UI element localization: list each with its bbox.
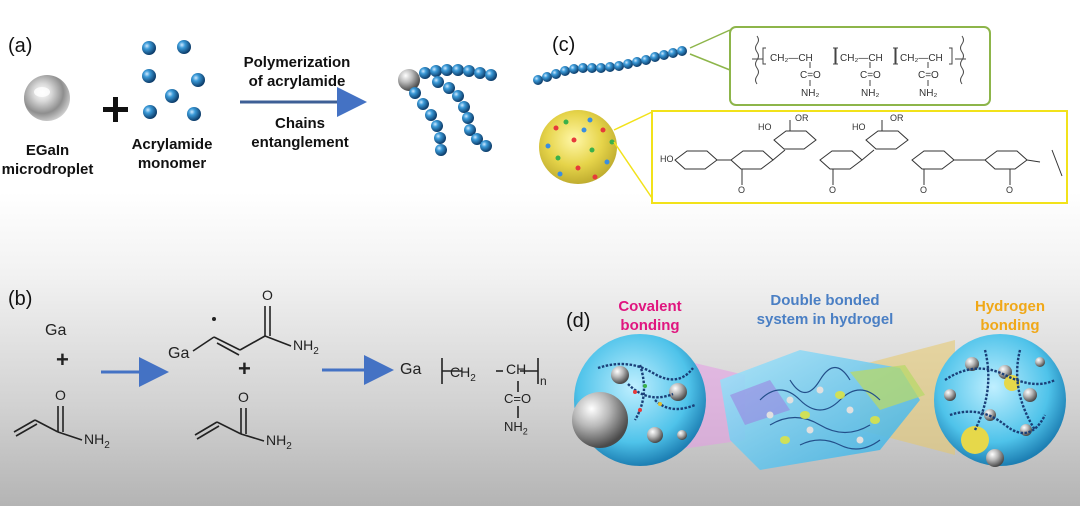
entangled-chains bbox=[398, 64, 497, 156]
nh2-2: NH2 bbox=[293, 337, 319, 357]
covalent-line1: Covalent bbox=[618, 298, 682, 315]
nh2-4: NH2 bbox=[504, 419, 528, 437]
plus-sign-a bbox=[103, 97, 128, 122]
ch2-unit: CH2 bbox=[450, 364, 476, 384]
gum-structure-box bbox=[651, 110, 1068, 204]
pam-structure bbox=[752, 35, 966, 86]
radical-dot bbox=[212, 317, 216, 321]
gum-o-2: O bbox=[829, 185, 837, 195]
pam-nh2-3: NH₂ bbox=[919, 88, 938, 99]
hydrogel-scene bbox=[572, 334, 1066, 470]
gum-o-4: O bbox=[1006, 185, 1014, 195]
pam-group-1: CH₂—CH bbox=[770, 53, 813, 64]
droplet-label: EGaIn microdroplet bbox=[0, 141, 95, 179]
o-atom-2: O bbox=[262, 287, 273, 303]
nh2-3: NH2 bbox=[266, 432, 292, 452]
gum-ho-2: HO bbox=[758, 122, 772, 132]
hydrogen-line1: Hydrogen bbox=[974, 298, 1045, 315]
o-atom-3: O bbox=[238, 389, 249, 405]
gum-ho-1: HO bbox=[660, 154, 674, 164]
ga-product: Ga bbox=[400, 361, 422, 378]
plus-b2: + bbox=[238, 356, 251, 381]
droplet-label-line1: EGaIn bbox=[25, 142, 70, 159]
hydrogen-bonding-title: Hydrogen bonding bbox=[955, 297, 1065, 335]
pam-chain-beads bbox=[533, 46, 687, 85]
arrow-bottom-line2: entanglement bbox=[251, 134, 349, 151]
arrow-top-line1: Polymerization bbox=[243, 54, 351, 71]
egain-droplet bbox=[24, 75, 70, 121]
gum-blob bbox=[539, 110, 617, 184]
o-atom-1: O bbox=[55, 387, 66, 403]
hydrogen-line2: bonding bbox=[980, 317, 1040, 334]
pam-co-1: C=O bbox=[800, 70, 821, 81]
nh2-1: NH2 bbox=[84, 431, 110, 451]
gum-or-1: OR bbox=[795, 113, 809, 123]
arrow-top-line2: of acrylamide bbox=[248, 73, 346, 90]
pam-nh2-1: NH₂ bbox=[801, 88, 820, 99]
reaction-b-structures bbox=[13, 306, 539, 442]
gum-rings bbox=[674, 120, 1063, 185]
gum-ho-3: HO bbox=[852, 122, 866, 132]
pam-group-3: CH₂—CH bbox=[900, 53, 943, 64]
covalent-line2: bonding bbox=[620, 317, 680, 334]
droplet-label-line2: microdroplet bbox=[1, 161, 94, 178]
gum-o-3: O bbox=[920, 185, 928, 195]
pam-structure-box bbox=[729, 26, 991, 106]
pam-nh2-2: NH₂ bbox=[861, 88, 880, 99]
plus-b1: + bbox=[56, 347, 69, 372]
arrow-bottom-label: Chains entanglement bbox=[240, 114, 360, 152]
pam-callout-lines bbox=[689, 29, 731, 71]
pam-co-2: C=O bbox=[860, 70, 881, 81]
panel-d-label: (d) bbox=[566, 310, 591, 332]
co-group: C=O bbox=[504, 391, 532, 406]
monomer-label-line1: Acrylamide bbox=[131, 136, 213, 153]
double-line1: Double bonded bbox=[770, 292, 880, 309]
monomer-label-line2: monomer bbox=[137, 155, 207, 172]
covalent-bonding-title: Covalent bonding bbox=[600, 297, 700, 335]
double-bonded-title: Double bonded system in hydrogel bbox=[740, 291, 910, 329]
panel-c-label: (c) bbox=[552, 34, 576, 56]
panel-b-label: (b) bbox=[8, 288, 33, 310]
panel-a-label: (a) bbox=[8, 35, 33, 57]
ga-reactant: Ga bbox=[45, 322, 67, 339]
arrow-top-label: Polymerization of acrylamide bbox=[232, 53, 362, 91]
pam-co-3: C=O bbox=[918, 70, 939, 81]
double-line2: system in hydrogel bbox=[756, 311, 894, 328]
ch-unit: CH bbox=[506, 361, 527, 377]
gum-callout-lines bbox=[613, 111, 653, 199]
gum-or-2: OR bbox=[890, 113, 904, 123]
ga-radical: Ga bbox=[168, 345, 190, 362]
pam-group-2: CH₂—CH bbox=[840, 53, 883, 64]
monomer-label: Acrylamide monomer bbox=[122, 135, 222, 173]
n-subscript: n bbox=[540, 374, 547, 388]
acrylamide-monomer-beads bbox=[142, 40, 205, 121]
arrow-bottom-line1: Chains bbox=[274, 115, 325, 132]
gum-o-1: O bbox=[738, 185, 746, 195]
